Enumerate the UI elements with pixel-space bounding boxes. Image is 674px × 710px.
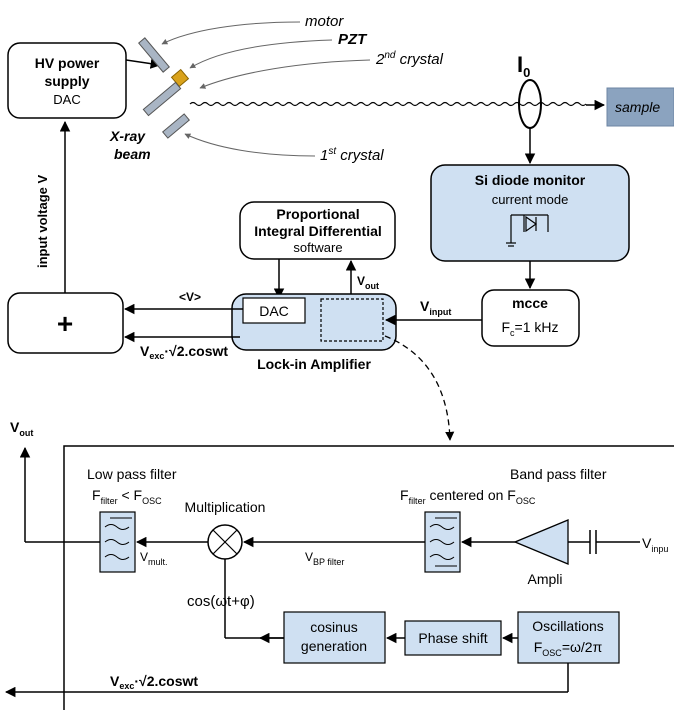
- pzt-pointer: [189, 39, 333, 69]
- xray-label-1: X-ray: [109, 128, 146, 144]
- mcce-fc-label: Fc=1 kHz: [501, 319, 558, 338]
- pid-label-2: Integral Differential: [254, 223, 382, 239]
- hv-power-supply-box: HV power supply DAC: [7, 42, 127, 119]
- lockin-amplifier-box: DAC: [231, 293, 397, 351]
- plus-sign: +: [57, 308, 73, 339]
- oscillations-box: Oscillations FOSC=ω/2π: [517, 611, 620, 664]
- avg-v-label: <V>: [179, 290, 201, 304]
- lowpass-condition: Ffilter < FOSC: [92, 487, 162, 506]
- input-voltage-label: input voltage V: [35, 175, 50, 269]
- lowpass-filter-block: [99, 511, 136, 573]
- vinput-label: Vinput: [420, 298, 451, 317]
- i0-label: I0: [517, 52, 530, 80]
- zoom-dashed-arrow: [384, 335, 455, 441]
- cosgen-label-2: generation: [301, 638, 367, 654]
- dac-label: DAC: [259, 303, 289, 319]
- sample-box: [606, 87, 674, 127]
- second-crystal-shape: [142, 81, 182, 117]
- phase-shift-box: Phase shift: [404, 620, 502, 656]
- crystal2-pointer: [199, 59, 371, 89]
- motor-crystal-shape: [138, 37, 170, 73]
- cosgen-label-1: cosinus: [310, 619, 357, 635]
- phase-label: Phase shift: [418, 630, 487, 646]
- diode-icon: [506, 214, 549, 247]
- pid-software-box: Proportional Integral Differential softw…: [239, 201, 396, 260]
- pid-label-1: Proportional: [276, 206, 359, 222]
- vmult-label: Vmult.: [140, 550, 168, 567]
- xray-beam: [189, 101, 587, 107]
- bandpass-title: Band pass filter: [510, 466, 607, 482]
- lockin-detail-frame: [63, 445, 674, 710]
- xray-label-2: beam: [114, 146, 151, 162]
- motor-pointer: [161, 21, 301, 45]
- lockin-label: Lock-in Amplifier: [257, 356, 371, 372]
- multiplier-icon: [207, 524, 243, 560]
- crystal1-label: 1st crystal: [320, 146, 384, 164]
- first-crystal-shape: [161, 113, 191, 139]
- amplifier-icon: [513, 519, 569, 565]
- lockin-inner-dashed: [320, 298, 384, 342]
- vexc-bottom-label: Vexc·√2.coswt: [110, 673, 198, 691]
- pzt-label: PZT: [338, 31, 368, 48]
- si-label-2: current mode: [492, 192, 569, 207]
- multiplication-label: Multiplication: [185, 499, 266, 515]
- vinpu-label: Vinpu: [642, 535, 668, 554]
- motor-label: motor: [305, 13, 344, 30]
- vexc-top-label: Vexc·√2.coswt: [140, 343, 228, 361]
- capacitor-icon: [568, 530, 640, 554]
- lowpass-title: Low pass filter: [87, 466, 177, 482]
- cos-label: cos(ωt+φ): [187, 593, 255, 610]
- monochromator-assembly: [138, 37, 191, 139]
- vout-label: Vout: [10, 419, 33, 438]
- osc-label-1: Oscillations: [532, 618, 604, 634]
- crystal1-pointer: [184, 133, 316, 157]
- osc-label-2: FOSC=ω/2π: [534, 639, 603, 658]
- hv-label-1: HV power: [35, 55, 100, 71]
- cosinus-generation-box: cosinus generation: [283, 611, 386, 664]
- dac-box: [242, 297, 306, 324]
- vbp-label: VBP filter: [305, 550, 344, 567]
- sample-label: sample: [615, 99, 660, 115]
- si-diode-monitor-box: Si diode monitor current mode: [430, 164, 630, 262]
- bandpass-condition: Ffilter centered on FOSC: [400, 487, 536, 506]
- vout-small-label: Vout: [357, 274, 379, 291]
- sum-box: +: [7, 292, 124, 354]
- crystal2-label: 2nd crystal: [375, 50, 444, 68]
- mcce-label: mcce: [512, 295, 548, 311]
- hv-label-2: supply: [44, 73, 89, 89]
- bandpass-filter-block: [424, 511, 461, 573]
- hv-label-3: DAC: [53, 92, 80, 107]
- pid-label-3: software: [293, 240, 342, 255]
- mcce-box: mcce Fc=1 kHz: [481, 289, 580, 347]
- ampli-label: Ampli: [527, 571, 562, 587]
- si-label-1: Si diode monitor: [475, 172, 586, 188]
- hv-to-pzt-arrow: [125, 58, 162, 69]
